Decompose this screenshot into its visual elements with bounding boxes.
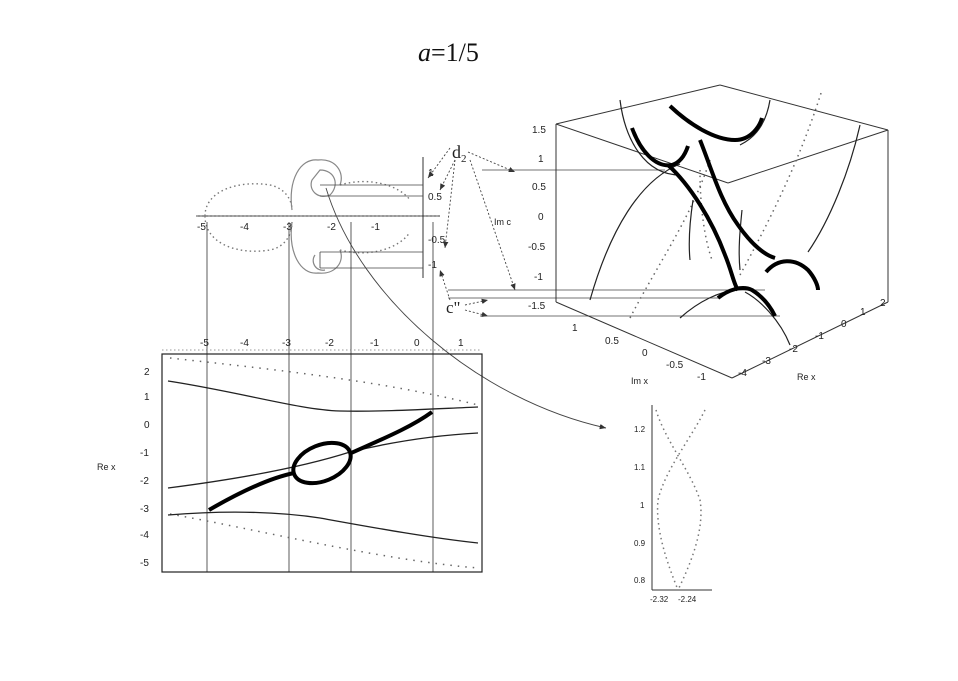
cube-thin-curves — [589, 99, 861, 346]
top-y-tick: 0.5 — [428, 192, 442, 203]
inset-y-tick: 1.2 — [634, 425, 646, 434]
cube-imx-label: Im x — [631, 376, 648, 386]
cube-rex-ticks: -4 -3 -2 -1 0 1 2 — [738, 298, 886, 379]
top-x-tick: -5 — [197, 222, 206, 233]
cube-z-tick: 1 — [538, 154, 544, 165]
top-y-tick: -0.5 — [428, 235, 446, 246]
bottom-x-tick: -5 — [200, 338, 209, 349]
cube-imx-tick: -1 — [697, 372, 706, 383]
c-double-prime-label: c" — [446, 298, 461, 317]
inset-x-tick: -2.32 — [650, 595, 669, 604]
bottom-y-tick: -5 — [140, 558, 149, 569]
top-x-tick: -2 — [327, 222, 336, 233]
bottom-x-tick: -3 — [282, 338, 291, 349]
cube-rex-tick: 2 — [880, 298, 886, 309]
cube-z-tick: 1.5 — [532, 125, 546, 136]
bottom-x-tick: -2 — [325, 338, 334, 349]
cube-imx-tick: -0.5 — [666, 360, 684, 371]
cube-imx-tick: 0 — [642, 348, 648, 359]
bottom-ylabel: Re x — [97, 462, 116, 472]
cube-imx-tick: 1 — [572, 323, 578, 334]
cube-dotted-curves — [629, 89, 823, 319]
cube-z-ticks: 1.5 1 0.5 0 -0.5 -1 -1.5 — [528, 125, 546, 312]
bottom-y-tick: 0 — [144, 420, 150, 431]
cube-rex-label: Re x — [797, 372, 816, 382]
inset-x-ticks: -2.32 -2.24 — [650, 595, 697, 604]
top-solid-curves — [290, 159, 342, 274]
bottom-y-tick: 1 — [144, 392, 150, 403]
inset-x-tick: -2.24 — [678, 595, 697, 604]
cube-rex-tick: -4 — [738, 368, 747, 379]
bottom-re-x-plot: Re x -5 -4 -3 -2 -1 0 1 2 1 0 -1 -2 -3 -… — [97, 338, 483, 573]
top-c-plane-plot: -5 -4 -3 -2 -1 1 0.5 -0.5 -1 — [196, 157, 446, 278]
inset-y-ticks: 1.2 1.1 1 0.9 0.8 — [634, 425, 646, 585]
bottom-x-tick: 1 — [458, 338, 464, 349]
top-x-tick: -1 — [371, 222, 380, 233]
cube-z-tick: -0.5 — [528, 242, 546, 253]
cube-frame — [555, 84, 889, 379]
cube-rex-tick: 1 — [860, 307, 866, 318]
inset-dotted-curves — [655, 409, 706, 591]
cube-rex-tick: -3 — [762, 356, 771, 367]
top-x-tick: -3 — [283, 222, 292, 233]
inset-y-tick: 0.8 — [634, 576, 646, 585]
top-x-tick: -4 — [240, 222, 249, 233]
cube-z-tick: -1.5 — [528, 301, 546, 312]
bottom-thick-curves — [207, 410, 434, 512]
cube-rex-tick: -2 — [789, 344, 798, 355]
bottom-y-ticks: 2 1 0 -1 -2 -3 -4 -5 — [140, 367, 150, 569]
top-x-ticks: -5 -4 -3 -2 -1 — [197, 222, 380, 233]
bottom-x-ticks: -5 -4 -3 -2 -1 0 1 — [200, 338, 464, 349]
figure-title: a=1/5 — [418, 38, 479, 68]
bottom-plot-frame — [161, 353, 483, 573]
bottom-x-tick: -4 — [240, 338, 249, 349]
bottom-y-tick: 2 — [144, 367, 150, 378]
im-c-label: Im c — [494, 217, 511, 227]
top-dotted-curves — [204, 180, 411, 254]
cube-3d-plot: 1.5 1 0.5 0 -0.5 -1 -1.5 1 0.5 0 -0.5 -1… — [528, 84, 889, 386]
cube-z-tick: 0 — [538, 212, 544, 223]
cube-imx-tick: 0.5 — [605, 336, 619, 347]
inset-y-tick: 0.9 — [634, 539, 646, 548]
cube-rex-tick: -1 — [815, 331, 824, 342]
bottom-y-tick: -3 — [140, 504, 149, 515]
zoom-arrow — [325, 187, 607, 430]
top-connector-lines — [319, 184, 423, 269]
vertical-drop-lines — [206, 222, 434, 572]
d2-label: d2 — [452, 142, 467, 165]
d2-arrows — [427, 147, 516, 291]
cube-z-tick: 0.5 — [532, 182, 546, 193]
bottom-y-tick: -1 — [140, 448, 149, 459]
title-value: =1/5 — [431, 38, 479, 67]
bottom-y-tick: -2 — [140, 476, 149, 487]
c-arrows — [439, 269, 489, 318]
bottom-y-tick: -4 — [140, 530, 149, 541]
cube-imx-ticks: 1 0.5 0 -0.5 -1 — [572, 323, 706, 383]
bottom-thin-curves — [167, 380, 479, 544]
title-variable: a — [418, 38, 431, 67]
cube-thick-curves — [630, 104, 820, 317]
bottom-x-tick: -1 — [370, 338, 379, 349]
inset-y-tick: 1 — [640, 501, 645, 510]
projection-lines — [448, 169, 780, 317]
cube-z-tick: -1 — [534, 272, 543, 283]
inset-zoom-plot: 1.2 1.1 1 0.9 0.8 -2.32 -2.24 — [634, 405, 712, 604]
inset-y-tick: 1.1 — [634, 463, 646, 472]
cube-rex-tick: 0 — [841, 319, 847, 330]
top-y-ticks: 1 0.5 -0.5 -1 — [428, 168, 446, 271]
bottom-x-tick: 0 — [414, 338, 420, 349]
